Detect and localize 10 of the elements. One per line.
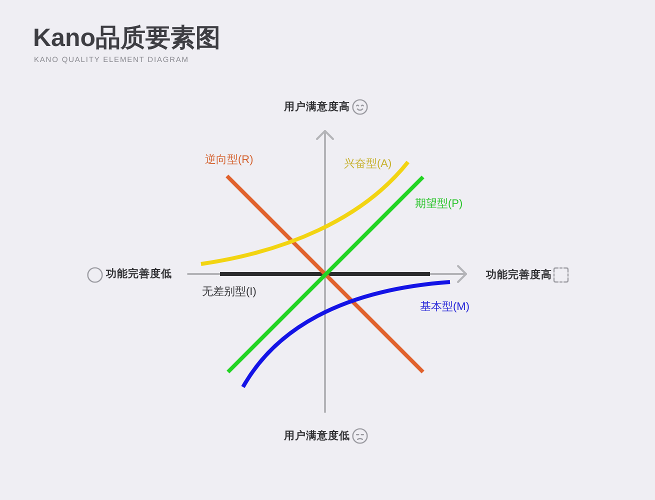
axis-label: 用户满意度低 (284, 429, 350, 443)
curve-label: 基本型(M) (420, 300, 470, 314)
curve-label: 兴奋型(A) (344, 157, 392, 171)
curve-label: 期望型(P) (415, 197, 463, 211)
curve-label: 无差别型(I) (202, 285, 256, 299)
curve-label: 逆向型(R) (205, 153, 254, 167)
axis-label: 功能完善度高 (486, 268, 552, 282)
axis-label: 功能完善度低 (106, 267, 172, 281)
title: Kano品质要素图 (33, 23, 220, 53)
axis-label: 用户满意度高 (284, 100, 350, 114)
